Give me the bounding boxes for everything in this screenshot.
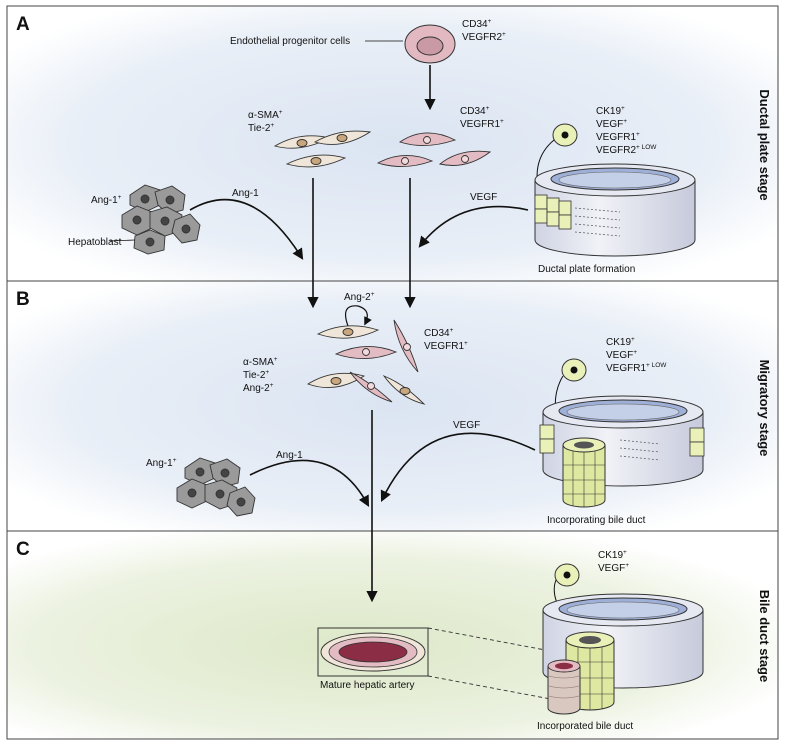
hepatoblast-cluster-a bbox=[121, 184, 201, 255]
b-ang1-label: Ang-1 bbox=[276, 450, 303, 461]
c-vegf-marker: VEGF+ bbox=[598, 562, 629, 574]
b-vegf-label: VEGF bbox=[453, 420, 480, 431]
a-vegf-marker: VEGF+ bbox=[596, 118, 627, 130]
b-cd34-marker: CD34+ bbox=[424, 327, 454, 339]
mature-hepatic-artery bbox=[317, 627, 429, 677]
a-sma-marker: α-SMA+ bbox=[248, 109, 283, 121]
panel-letter-b: B bbox=[16, 289, 30, 310]
ang2-autocrine-arrow bbox=[345, 305, 372, 327]
stage-label-b: Migratory stage bbox=[757, 360, 772, 457]
incorporating-cylinder bbox=[539, 395, 705, 508]
mature-artery-label: Mature hepatic artery bbox=[320, 680, 415, 691]
a-tie2-marker: Tie-2+ bbox=[248, 122, 274, 134]
epc-marker-vegfr2: VEGFR2+ bbox=[462, 31, 506, 43]
a-vegf-label: VEGF bbox=[470, 192, 497, 203]
a-vegf-arrow bbox=[418, 205, 529, 248]
b-sma-marker: α-SMA+ bbox=[243, 356, 278, 368]
b-ang1-arrow bbox=[249, 459, 370, 507]
incorporated-label: Incorporated bile duct bbox=[537, 721, 633, 732]
stage-label-c: Bile duct stage bbox=[757, 590, 772, 682]
a-ck-vegfr1-marker: VEGFR1+ bbox=[596, 131, 640, 143]
a-ck-vegfr2-marker: VEGFR2+ LOW bbox=[596, 144, 657, 156]
b-tie2-marker: Tie-2+ bbox=[243, 369, 269, 381]
stage-label-a: Ductal plate stage bbox=[757, 89, 772, 200]
a-ang1-marker: Ang-1+ bbox=[91, 194, 122, 206]
b-ck-vegfr1-marker: VEGFR1+ LOW bbox=[606, 362, 667, 374]
hepatoblast-label: Hepatoblast bbox=[68, 237, 122, 248]
cholangiocyte-b bbox=[561, 358, 587, 382]
epc-marker-cd34: CD34+ bbox=[462, 18, 492, 30]
cholangiocyte-c bbox=[554, 563, 580, 587]
incorporated-cylinder bbox=[542, 593, 704, 715]
a-ang1-arrow bbox=[189, 198, 304, 260]
a-cd34-marker: CD34+ bbox=[460, 105, 490, 117]
a-ck19-marker: CK19+ bbox=[596, 105, 625, 117]
b-ang2-top: Ang-2+ bbox=[344, 291, 375, 303]
migrating-cells-b bbox=[306, 319, 426, 405]
cholangiocyte-a bbox=[552, 123, 578, 147]
b-ck19-marker: CK19+ bbox=[606, 336, 635, 348]
a-vegfr1-marker: VEGFR1+ bbox=[460, 118, 504, 130]
ductal-plate-cylinder bbox=[534, 163, 696, 257]
incorporating-label: Incorporating bile duct bbox=[547, 515, 646, 526]
pericyte-cells bbox=[273, 130, 372, 168]
epc-label: Endothelial progenitor cells bbox=[230, 36, 350, 47]
c-ck19-marker: CK19+ bbox=[598, 549, 627, 561]
b-vegf-marker: VEGF+ bbox=[606, 349, 637, 361]
b-vegf-arrow bbox=[380, 432, 536, 503]
hepatoblast-cluster-b bbox=[176, 457, 256, 517]
endothelial-progenitor-cell bbox=[404, 24, 456, 64]
ductal-plate-formation-label: Ductal plate formation bbox=[538, 264, 635, 275]
endothelial-cells-a bbox=[376, 132, 492, 167]
panel-letter-a: A bbox=[16, 14, 30, 35]
a-ang1-label: Ang-1 bbox=[232, 188, 259, 199]
panel-letter-c: C bbox=[16, 539, 30, 560]
b-ang1-marker: Ang-1+ bbox=[146, 457, 177, 469]
b-ang2-marker: Ang-2+ bbox=[243, 382, 274, 394]
b-vegfr1-marker: VEGFR1+ bbox=[424, 340, 468, 352]
